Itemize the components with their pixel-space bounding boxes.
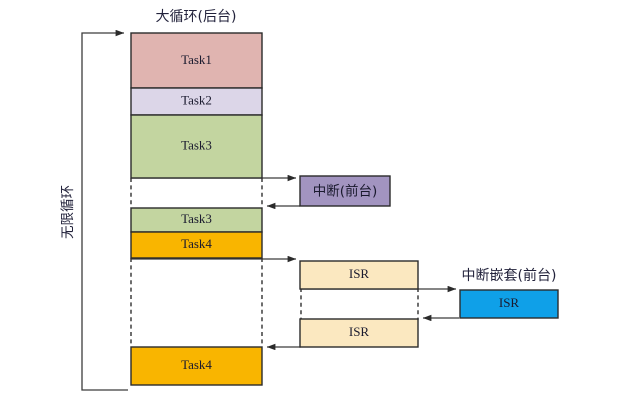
task4-resumed-label: Task4	[181, 357, 212, 372]
task4-first-label: Task4	[181, 236, 212, 251]
infinite-loop-path	[81, 29, 128, 391]
task1-label: Task1	[181, 52, 212, 67]
task3-first-label: Task3	[181, 137, 212, 152]
isr-second-rect[interactable]	[299, 318, 419, 348]
foreground-interrupt-blocks: 中断(前台) ISR ISR 中断嵌套(前台) ISR	[299, 175, 559, 348]
task2-rect[interactable]	[130, 87, 263, 116]
isr-block-second[interactable]: ISR	[299, 318, 419, 348]
isr-block-first[interactable]: ISR	[299, 260, 419, 290]
isr-nested-label: ISR	[499, 295, 520, 310]
task-block-task1[interactable]: Task1	[130, 32, 263, 89]
task-block-task2[interactable]: Task2	[130, 87, 263, 116]
isr-second-label: ISR	[349, 324, 370, 339]
task4-resumed-rect[interactable]	[130, 346, 263, 386]
task3-resumed-rect[interactable]	[130, 207, 263, 233]
isr-block-nested[interactable]: ISR	[459, 289, 559, 319]
main-loop-title: 大循环(后台)	[156, 9, 237, 25]
background-task-column: Task1 Task2 Task3 Task3 Task4 Task4	[130, 32, 263, 386]
interrupt-block[interactable]: 中断(前台)	[299, 175, 391, 207]
task-block-task3-resumed[interactable]: Task3	[130, 207, 263, 233]
interrupt-rect[interactable]	[299, 175, 391, 207]
dashed-guides	[130, 178, 419, 347]
isr-first-rect[interactable]	[299, 260, 419, 290]
nested-interrupt-title: 中断嵌套(前台)	[462, 267, 557, 284]
task1-rect[interactable]	[130, 32, 263, 89]
infinite-loop-bracket: 无限循环	[60, 29, 128, 391]
interrupt-label: 中断(前台)	[313, 183, 378, 200]
task-block-task4-resumed[interactable]: Task4	[130, 346, 263, 386]
isr-first-label: ISR	[349, 266, 370, 281]
task-block-task3-first[interactable]: Task3	[130, 114, 263, 179]
task3-resumed-label: Task3	[181, 211, 212, 226]
task2-label: Task2	[181, 92, 212, 107]
isr-nested-rect[interactable]	[459, 289, 559, 319]
infinite-loop-label: 无限循环	[60, 185, 76, 239]
task3-first-rect[interactable]	[130, 114, 263, 179]
task4-first-rect[interactable]	[130, 231, 263, 259]
task-block-task4-first[interactable]: Task4	[130, 231, 263, 259]
